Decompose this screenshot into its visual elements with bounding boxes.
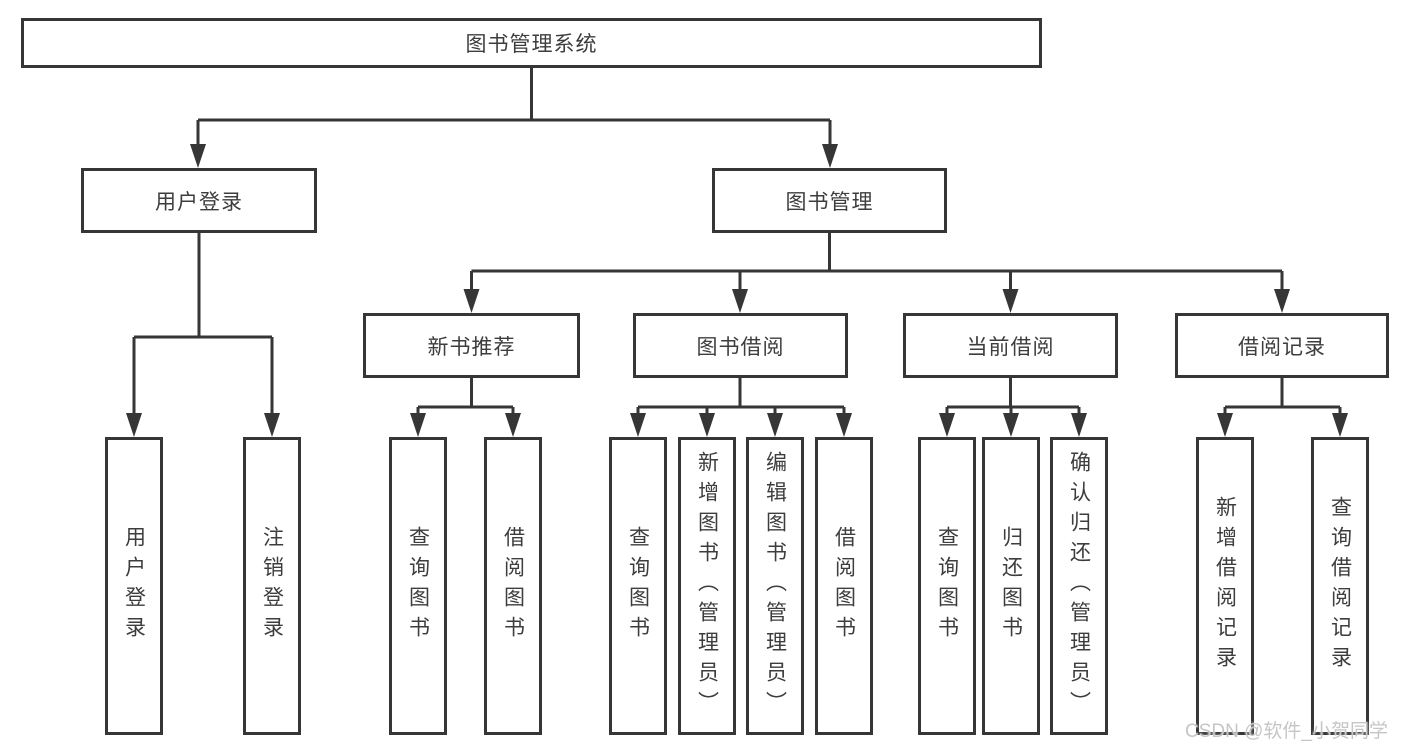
leaf-borrow-books-recommend: 借阅图书 <box>484 437 542 735</box>
node-book-management: 图书管理 <box>712 168 947 233</box>
leaf-user-login: 用户登录 <box>105 437 163 735</box>
leaf-query-borrow-record: 查询借阅记录 <box>1311 437 1369 735</box>
leaf-add-borrow-record: 新增借阅记录 <box>1196 437 1254 735</box>
leaf-edit-books-admin: 编辑图书（管理员） <box>746 437 804 735</box>
leaf-logout: 注销登录 <box>243 437 301 735</box>
leaf-query-books-borrow: 查询图书 <box>609 437 667 735</box>
leaf-borrow-books: 借阅图书 <box>815 437 873 735</box>
node-new-book-recommendation: 新书推荐 <box>363 313 580 378</box>
leaf-query-books-recommend: 查询图书 <box>389 437 447 735</box>
leaf-confirm-return-admin: 确认归还（管理员） <box>1050 437 1108 735</box>
leaf-add-books-admin: 新增图书（管理员） <box>678 437 736 735</box>
leaf-return-books: 归还图书 <box>982 437 1040 735</box>
arrowheads <box>126 144 1348 437</box>
csdn-watermark: CSDN @软件_小贺同学 <box>1185 721 1388 742</box>
node-user-login: 用户登录 <box>81 168 317 233</box>
node-library-management-system: 图书管理系统 <box>21 18 1042 68</box>
node-book-borrowing: 图书借阅 <box>633 313 848 378</box>
node-borrowing-records: 借阅记录 <box>1175 313 1389 378</box>
node-current-borrowing: 当前借阅 <box>903 313 1118 378</box>
leaf-query-books-current: 查询图书 <box>918 437 976 735</box>
